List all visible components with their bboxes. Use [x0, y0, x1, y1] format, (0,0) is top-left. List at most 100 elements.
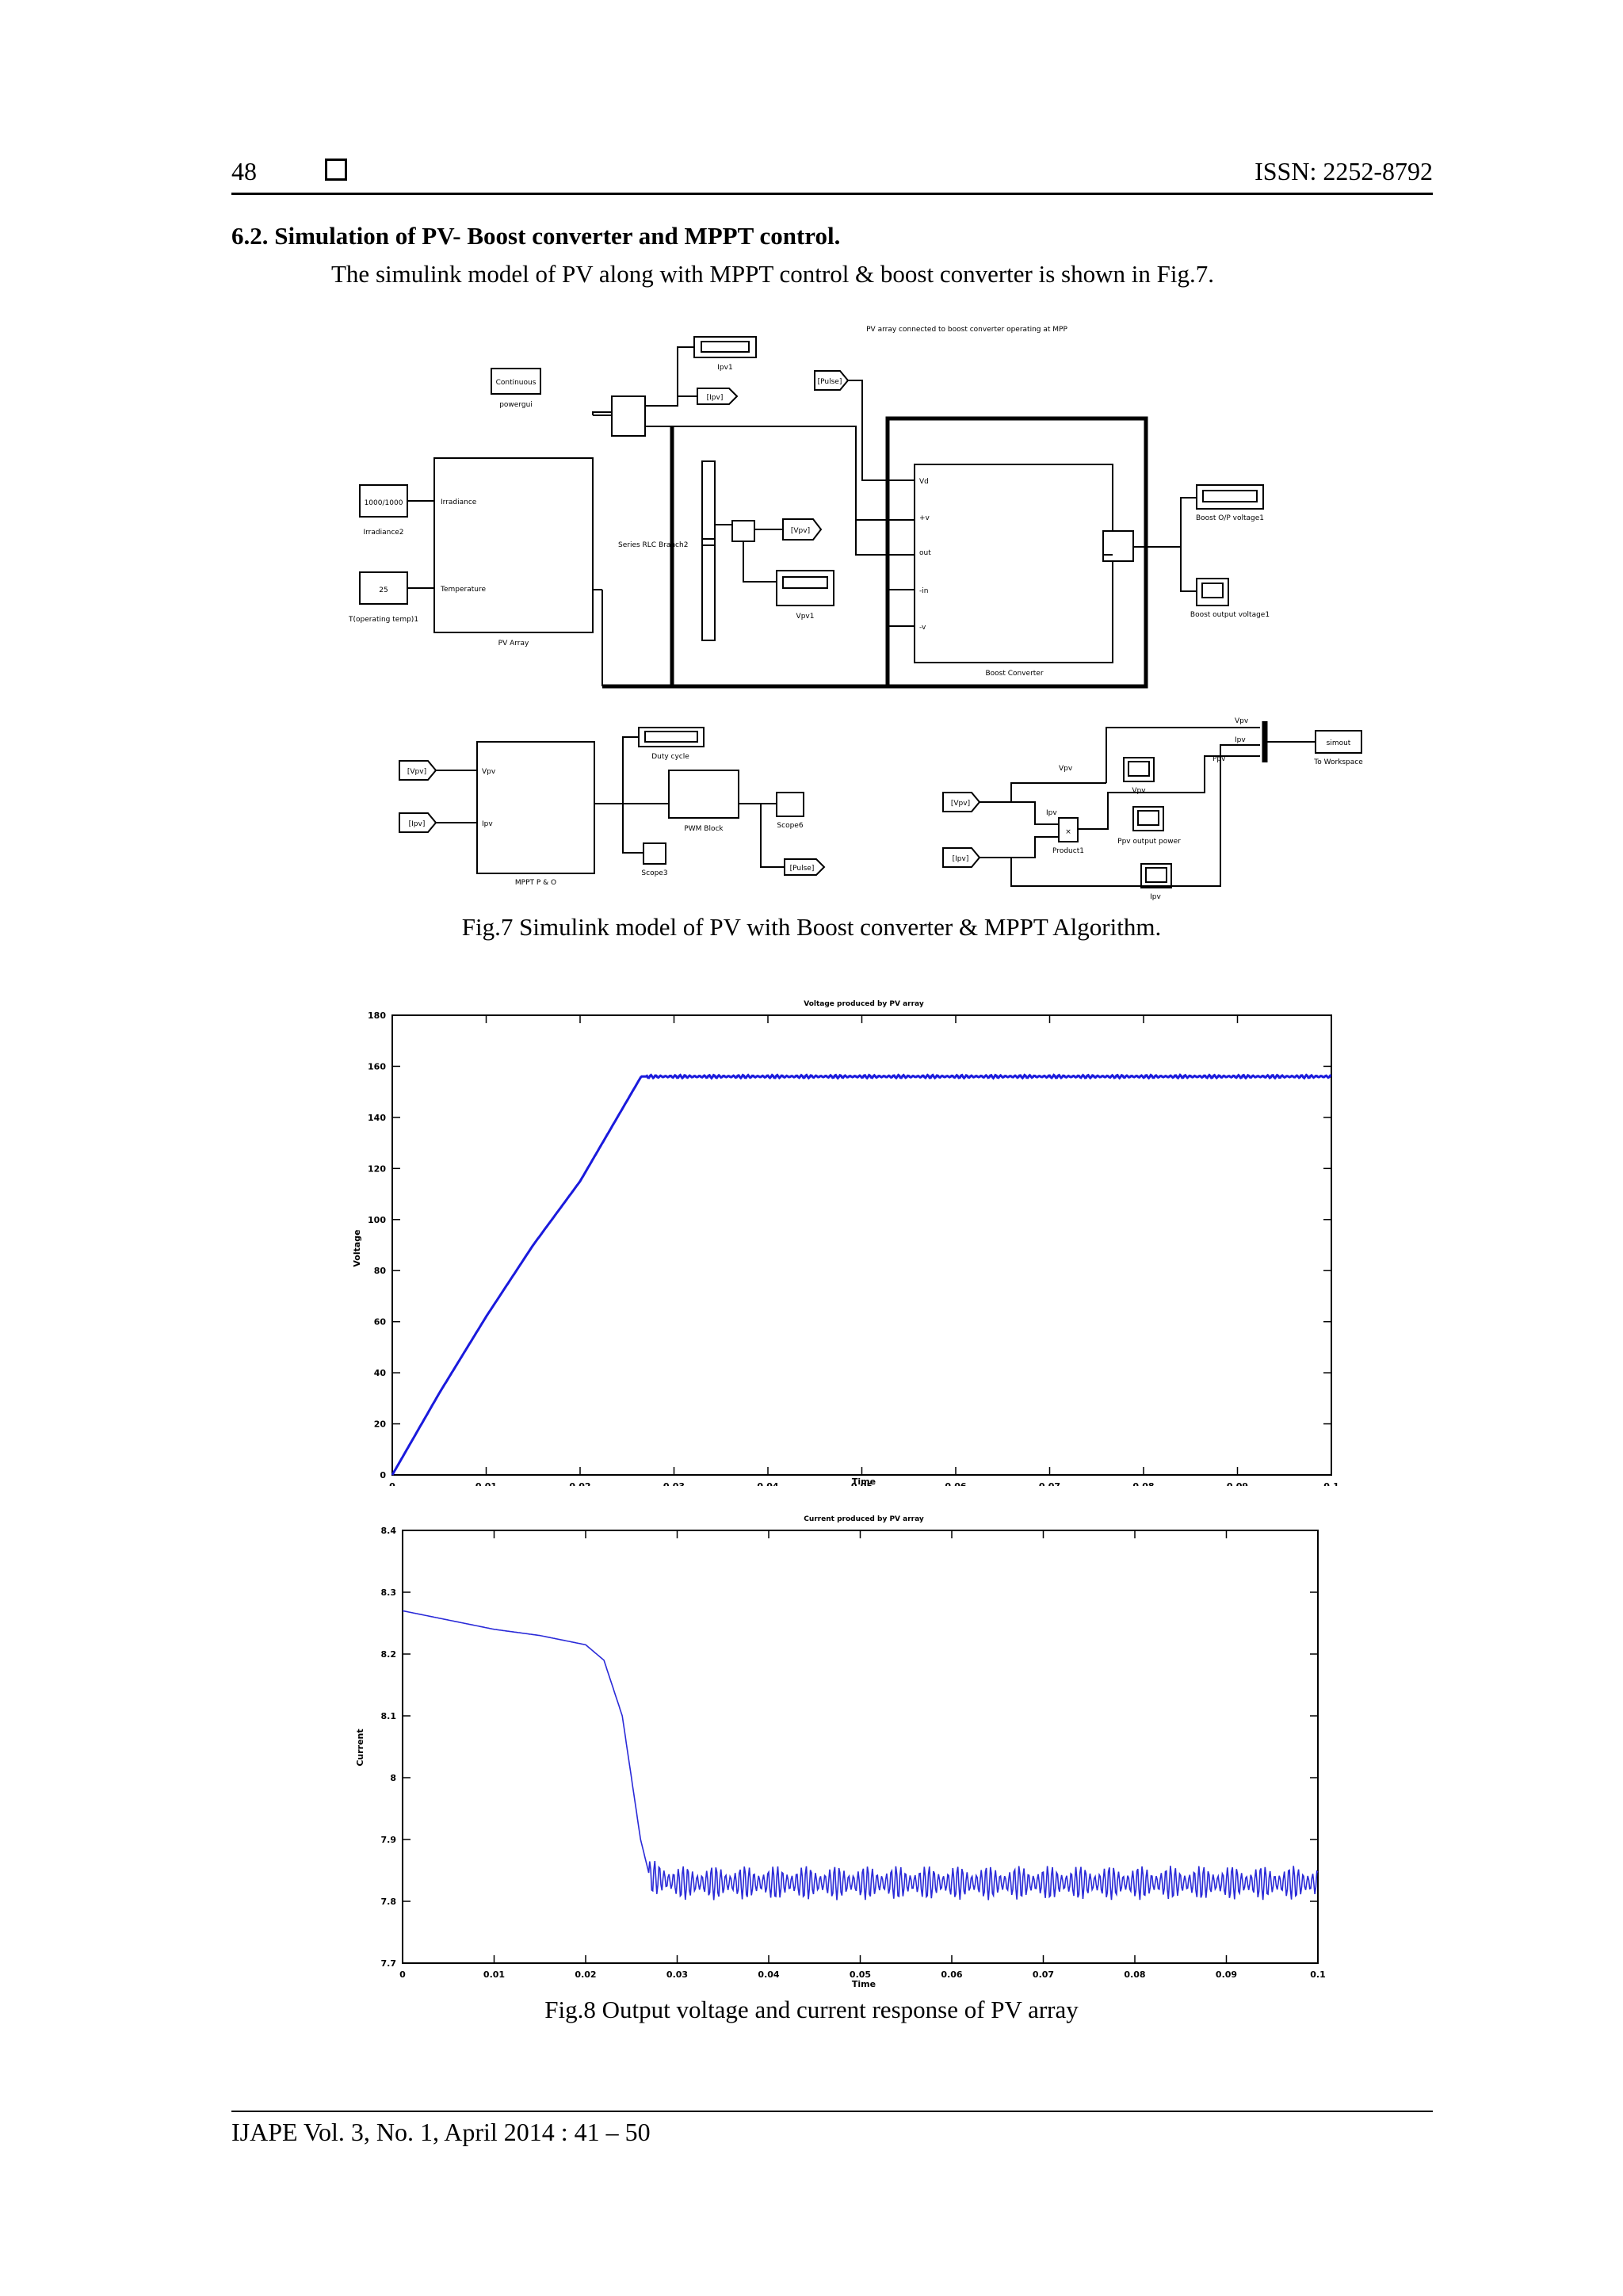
y-tick-label: 120 [368, 1163, 386, 1174]
svg-text:[Vpv]: [Vpv] [407, 768, 426, 776]
x-tick-label: 0.09 [1227, 1481, 1248, 1486]
x-tick-label: 0.07 [1033, 1969, 1054, 1980]
x-tick-label: 0.08 [1124, 1969, 1145, 1980]
output-voltage-measurement [1102, 530, 1134, 562]
pulse-goto [784, 858, 826, 876]
section-title: 6.2. Simulation of PV- Boost converter a… [231, 222, 841, 250]
svg-text:To Workspace: To Workspace [1313, 758, 1363, 766]
svg-text:1000/1000: 1000/1000 [365, 499, 403, 507]
current-measurement [611, 395, 646, 437]
svg-text:[Ipv]: [Ipv] [953, 855, 969, 863]
pv-array-block [433, 457, 594, 633]
y-tick-label: 0 [380, 1470, 386, 1480]
svg-text:Ipv: Ipv [1046, 809, 1057, 817]
svg-text:Boost Converter: Boost Converter [985, 670, 1043, 678]
x-tick-label: 0.05 [850, 1969, 871, 1980]
boost-converter [914, 464, 1113, 663]
x-tick-label: 0.09 [1216, 1969, 1237, 1980]
ipv-from [399, 812, 437, 833]
svg-text:Irradiance2: Irradiance2 [363, 529, 403, 537]
pwm-block [668, 770, 739, 819]
svg-text:Ipv: Ipv [482, 820, 493, 828]
svg-text:[Ipv]: [Ipv] [707, 394, 724, 402]
x-tick-label: 0 [389, 1481, 395, 1486]
plot-area [402, 1530, 1319, 1964]
svg-text:Vpv: Vpv [1132, 787, 1146, 795]
series-line [402, 1610, 1319, 1901]
svg-text:Duty cycle: Duty cycle [651, 753, 689, 761]
y-tick-label: 160 [368, 1061, 386, 1072]
y-tick-label: 8 [390, 1773, 396, 1783]
diagram-title: PV array connected to boost converter op… [866, 326, 1067, 334]
vpv-from-2 [942, 792, 981, 812]
section-paragraph: The simulink model of PV along with MPPT… [331, 260, 1214, 288]
y-tick-label: 7.7 [381, 1958, 397, 1969]
svg-text:Vd: Vd [919, 478, 929, 486]
svg-text:PWM Block: PWM Block [684, 825, 724, 833]
header-box-icon [325, 159, 347, 181]
svg-text:[Vpv]: [Vpv] [951, 800, 970, 808]
svg-text:simout: simout [1327, 739, 1351, 747]
svg-text:-v: -v [919, 624, 926, 632]
x-tick-label: 0.1 [1323, 1481, 1339, 1486]
svg-text:Scope3: Scope3 [641, 869, 667, 877]
chart-title: Voltage produced by PV array [804, 1000, 924, 1008]
powergui-block [491, 368, 541, 395]
y-axis-label: Current [355, 1729, 365, 1766]
svg-text:Ipv1: Ipv1 [717, 364, 732, 372]
workspace-block [1315, 730, 1362, 754]
y-tick-label: 8.4 [381, 1526, 397, 1536]
x-tick-label: 0.02 [575, 1969, 596, 1980]
header-rule [231, 193, 1433, 195]
y-tick-label: 7.8 [381, 1897, 397, 1907]
x-tick-label: 0.04 [758, 1969, 779, 1980]
voltage-measurement [731, 520, 755, 542]
x-axis-label: Time [852, 1477, 876, 1486]
rlc-branch [701, 460, 716, 641]
chart-title: Current produced by PV array [804, 1515, 924, 1523]
svg-text:Vpv: Vpv [1059, 765, 1073, 773]
footer-rule [231, 2111, 1433, 2112]
boost-frame [885, 416, 1148, 689]
y-tick-label: 40 [374, 1368, 387, 1378]
x-tick-label: 0.02 [569, 1481, 590, 1486]
fig8-caption: Fig.8 Output voltage and current respons… [544, 1996, 1079, 2023]
irradiance-constant [359, 484, 408, 518]
series-line [391, 1073, 1332, 1476]
scope6 [776, 792, 804, 817]
svg-text:[Pulse]: [Pulse] [790, 865, 815, 873]
svg-text:Vpv: Vpv [1235, 717, 1249, 725]
fig7-caption: Fig.7 Simulink model of PV with Boost co… [461, 913, 1162, 941]
x-axis-label: Time [852, 1979, 876, 1989]
svg-text:Ipv: Ipv [1150, 893, 1161, 901]
svg-text:Boost output voltage1: Boost output voltage1 [1190, 611, 1270, 619]
y-axis-label: Voltage [352, 1229, 362, 1266]
svg-text:[Ipv]: [Ipv] [409, 820, 426, 828]
footer-citation: IJAPE Vol. 3, No. 1, April 2014 : 41 – 5… [231, 2118, 651, 2146]
x-tick-label: 0.07 [1039, 1481, 1060, 1486]
ipv-from-2 [942, 847, 981, 868]
y-tick-label: 7.9 [381, 1835, 397, 1845]
x-tick-label: 0.06 [945, 1481, 966, 1486]
x-tick-label: 0.08 [1132, 1481, 1154, 1486]
svg-text:MPPT P & O: MPPT P & O [515, 879, 556, 887]
vpv-from [399, 760, 437, 781]
x-tick-label: 0.01 [483, 1969, 505, 1980]
svg-text:Ipv: Ipv [1235, 736, 1246, 744]
issn: ISSN: 2252-8792 [1254, 157, 1433, 185]
svg-text:Vpv: Vpv [482, 768, 496, 776]
mppt-block [476, 741, 595, 874]
svg-text:Continuous: Continuous [496, 379, 537, 387]
x-tick-label: 0.03 [663, 1481, 685, 1486]
svg-text:[Vpv]: [Vpv] [791, 527, 810, 535]
svg-text:out: out [919, 549, 931, 557]
x-tick-label: 0.06 [941, 1969, 962, 1980]
x-tick-label: 0.03 [666, 1969, 688, 1980]
svg-text:[Pulse]: [Pulse] [818, 378, 842, 386]
svg-text:Scope6: Scope6 [777, 822, 803, 830]
y-tick-label: 80 [374, 1266, 387, 1276]
y-tick-label: 140 [368, 1113, 386, 1123]
y-tick-label: 20 [374, 1419, 387, 1430]
temperature-constant [359, 571, 408, 605]
